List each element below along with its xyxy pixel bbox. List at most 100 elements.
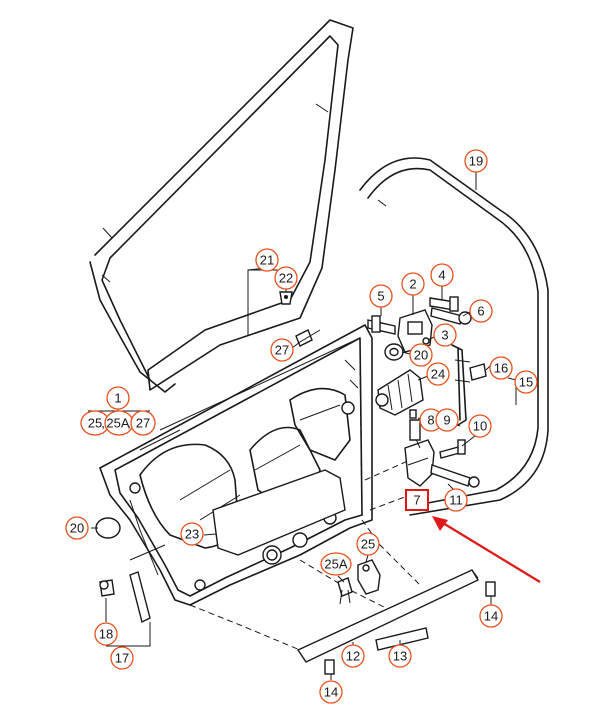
callout-c27a: 27 [270, 338, 294, 362]
callout-ring-c15 [514, 370, 538, 394]
callout-c20a: 20 [409, 343, 433, 367]
callout-label-c13: 13 [393, 649, 407, 664]
callout-label-c10: 10 [473, 419, 487, 434]
callout-ring-c10 [468, 414, 492, 438]
callout-c15: 15 [514, 370, 538, 394]
callout-c25A: 25A [320, 552, 352, 576]
callout-c14b: 14 [319, 680, 343, 704]
callout-ring-c6 [469, 299, 493, 323]
group-label-part-25A: 25A [106, 416, 129, 431]
callout-label-c20b: 20 [70, 521, 84, 536]
callout-c5: 5 [369, 284, 393, 308]
callout-c21: 21 [255, 248, 279, 272]
trim-strip [375, 627, 429, 651]
callout-label-c27a: 27 [275, 343, 289, 358]
callout-ring-c11 [444, 488, 468, 512]
callout-c22: 22 [274, 266, 298, 290]
callout-label-c4: 4 [438, 268, 445, 283]
callout-c9: 9 [435, 408, 459, 432]
callout-c24: 24 [426, 362, 450, 386]
callout-label-c24: 24 [431, 367, 445, 382]
callout-label-c11: 11 [449, 493, 463, 508]
callout-ring-c19 [464, 149, 488, 173]
callout-ring-c1 [106, 386, 130, 410]
callout-c17: 17 [110, 646, 134, 670]
svg-text:,: , [101, 416, 105, 431]
callout-label-c14a: 14 [484, 609, 498, 624]
callout-c16: 16 [489, 356, 513, 380]
group-label-part-27: 27 [136, 416, 150, 431]
grommet-upper [384, 343, 404, 361]
highlight-7: 7 [405, 489, 541, 583]
callout-ring-c22 [274, 266, 298, 290]
grommet-lower [95, 517, 121, 539]
callout-ring-c17 [110, 646, 134, 670]
callout-c10: 10 [468, 414, 492, 438]
latch-rod [451, 344, 471, 426]
callout-label-c25A: 25A [324, 557, 347, 572]
callout-label-c25: 25 [361, 537, 375, 552]
callout-label-c22: 22 [279, 271, 293, 286]
callout-ring-c24 [426, 362, 450, 386]
callout-ring-c18 [94, 622, 118, 646]
callout-ring-c23 [180, 522, 204, 546]
callout-c20b: 20 [65, 516, 89, 540]
svg-text:,: , [127, 416, 131, 431]
callout-c23: 23 [180, 522, 204, 546]
callout-c11: 11 [444, 488, 468, 512]
callout-label-c14b: 14 [324, 685, 338, 700]
lower-rail [296, 569, 479, 663]
bracket-clips [337, 559, 381, 605]
callout-label-c21: 21 [260, 253, 274, 268]
callout-label-c18: 18 [99, 627, 113, 642]
callout-ring-c25A [320, 552, 352, 576]
callout-label-c17: 17 [115, 651, 129, 666]
window-frame-seal [89, 19, 354, 393]
callout-c6: 6 [469, 299, 493, 323]
callout-label-c9: 9 [443, 413, 450, 428]
highlight-7-label: 7 [413, 493, 420, 508]
callout-c18: 18 [94, 622, 118, 646]
group-label-25-25A-27: 25 , 25A , 27 [80, 410, 156, 436]
callout-ring-c14b [319, 680, 343, 704]
callout-ring-c20a [409, 343, 433, 367]
callout-label-c5: 5 [377, 289, 384, 304]
callout-ring-c25 [356, 532, 380, 556]
callout-label-c16: 16 [494, 361, 508, 376]
door-dashed-outline [189, 359, 421, 651]
door-check-strap [404, 419, 435, 487]
callout-label-c20a: 20 [414, 348, 428, 363]
group-label-part-25: 25 [88, 416, 102, 431]
callout-ring-c20b [65, 516, 89, 540]
insulation-pad [212, 469, 346, 556]
clip-22 [279, 291, 293, 305]
callout-label-c1: 1 [114, 391, 121, 406]
bolts-right [409, 363, 487, 488]
callout-c1: 1 [106, 386, 130, 410]
callout-ring-c27a [270, 338, 294, 362]
door-seal [359, 157, 549, 516]
upper-hinge [367, 296, 472, 353]
callout-ring-c9 [435, 408, 459, 432]
callout-label-c2: 2 [409, 277, 416, 292]
callout-label-c12: 12 [346, 649, 360, 664]
callout-label-c15: 15 [519, 375, 533, 390]
callout-label-c19: 19 [469, 154, 483, 169]
callout-ring-c5 [369, 284, 393, 308]
wire-boot [375, 369, 424, 416]
callout-ring-c3 [433, 323, 457, 347]
left-trim [99, 544, 166, 624]
callout-c3: 3 [433, 323, 457, 347]
callout-ring-c21 [255, 248, 279, 272]
callout-label-c3: 3 [441, 328, 448, 343]
callout-c25: 25 [356, 532, 380, 556]
callout-ring-c4 [430, 263, 454, 287]
callout-ring-c13 [388, 644, 412, 668]
callout-c13: 13 [388, 644, 412, 668]
callout-ring-c14a [479, 604, 503, 628]
callout-label-c6: 6 [477, 304, 484, 319]
callout-ring-c2 [401, 272, 425, 296]
callout-c4: 4 [430, 263, 454, 287]
